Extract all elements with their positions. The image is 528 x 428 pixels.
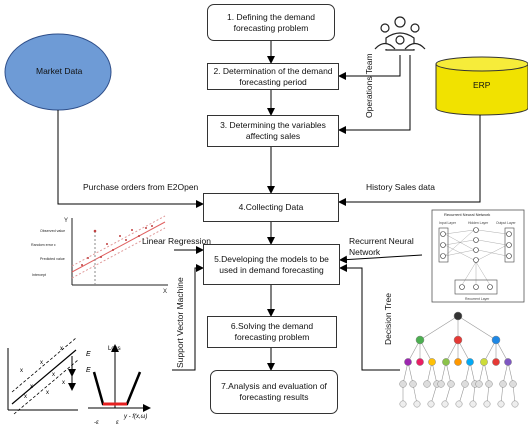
step-5-text: 5.Developing the models to be used in de… bbox=[214, 253, 329, 275]
svg-text:x: x bbox=[60, 346, 63, 352]
rnn-thumb-output: Output Layer bbox=[496, 221, 516, 225]
svm-label-loss: Loss bbox=[108, 346, 121, 352]
svg-text:x: x bbox=[24, 394, 27, 400]
purchase-orders-label: Purchase orders from E2Open bbox=[83, 182, 199, 192]
step-7-text: 7.Analysis and evaluation of forecasting… bbox=[221, 381, 327, 402]
rnn-thumb-recurrent: Recurrent Layer bbox=[465, 297, 490, 301]
step-4-box: 4.Collecting Data bbox=[203, 193, 339, 222]
step-1-text: 1. Defining the demand forecasting probl… bbox=[227, 11, 315, 33]
history-sales-label: History Sales data bbox=[366, 182, 435, 192]
regression-label-observed: Observed value bbox=[40, 229, 65, 233]
step-3-box: 3. Determining the variables affecting s… bbox=[207, 115, 339, 147]
svm-label-neg-eps: -ε bbox=[94, 420, 99, 426]
svm-label-e2: E bbox=[86, 367, 91, 374]
svm-label-e1: E bbox=[86, 351, 91, 358]
erp-node bbox=[435, 56, 528, 116]
svg-text:x: x bbox=[40, 360, 43, 366]
operations-team-icon bbox=[374, 16, 426, 51]
step-7-box: 7.Analysis and evaluation of forecasting… bbox=[210, 370, 338, 414]
svg-text:x: x bbox=[62, 380, 65, 386]
step-1-box: 1. Defining the demand forecasting probl… bbox=[207, 4, 335, 41]
regression-thumbnail: Observed value Random error ε Predicted … bbox=[31, 215, 168, 295]
svm-label-yfx: y - f(x,ω) bbox=[123, 414, 147, 420]
svg-text:x: x bbox=[20, 368, 23, 374]
regression-axis-x: X bbox=[163, 289, 167, 295]
decision-tree-label: Decision Tree bbox=[383, 293, 393, 345]
erp-label: ERP bbox=[473, 80, 491, 90]
decision-tree-thumbnail bbox=[399, 311, 519, 408]
step-3-text: 3. Determining the variables affecting s… bbox=[220, 120, 326, 141]
rnn-thumb-hidden: Hidden Layer bbox=[468, 221, 489, 225]
regression-label-intercept: Intercept bbox=[32, 273, 46, 277]
step-4-text: 4.Collecting Data bbox=[238, 202, 304, 212]
regression-label-error: Random error ε bbox=[31, 243, 56, 247]
rnn-thumb-input: Input Layer bbox=[439, 221, 457, 225]
step-2-box: 2. Determination of the demand forecasti… bbox=[207, 63, 339, 90]
step-5-box: 5.Developing the models to be used in de… bbox=[203, 244, 340, 285]
rnn-thumbnail: Recurrent Neural Network Input Layer Hid… bbox=[431, 209, 525, 303]
svg-text:x: x bbox=[30, 384, 33, 390]
market-data-label: Market Data bbox=[36, 66, 83, 76]
rnn-thumb-title: Recurrent Neural Network bbox=[444, 212, 490, 217]
step-2-text: 2. Determination of the demand forecasti… bbox=[213, 65, 333, 87]
operations-team-label: Operations Team bbox=[364, 53, 374, 118]
svm-label-eps: ε bbox=[116, 420, 119, 426]
svm-label: Support Vector Machine bbox=[175, 277, 185, 368]
step-6-box: 6.Solving the demand forecasting problem bbox=[207, 316, 337, 348]
svg-text:x: x bbox=[46, 390, 49, 396]
svg-text:x: x bbox=[52, 372, 55, 378]
regression-axis-y: Y bbox=[64, 218, 68, 224]
step-6-text: 6.Solving the demand forecasting problem bbox=[230, 321, 314, 342]
rnn-label: Recurrent Neural Network bbox=[349, 236, 414, 257]
regression-label-predicted: Predicted value bbox=[40, 257, 65, 261]
svm-thumbnail: xxx xxx xx E E Loss y - f(x,ω) -ε ε bbox=[7, 337, 151, 426]
linear-regression-label: Linear Regression bbox=[142, 236, 211, 246]
